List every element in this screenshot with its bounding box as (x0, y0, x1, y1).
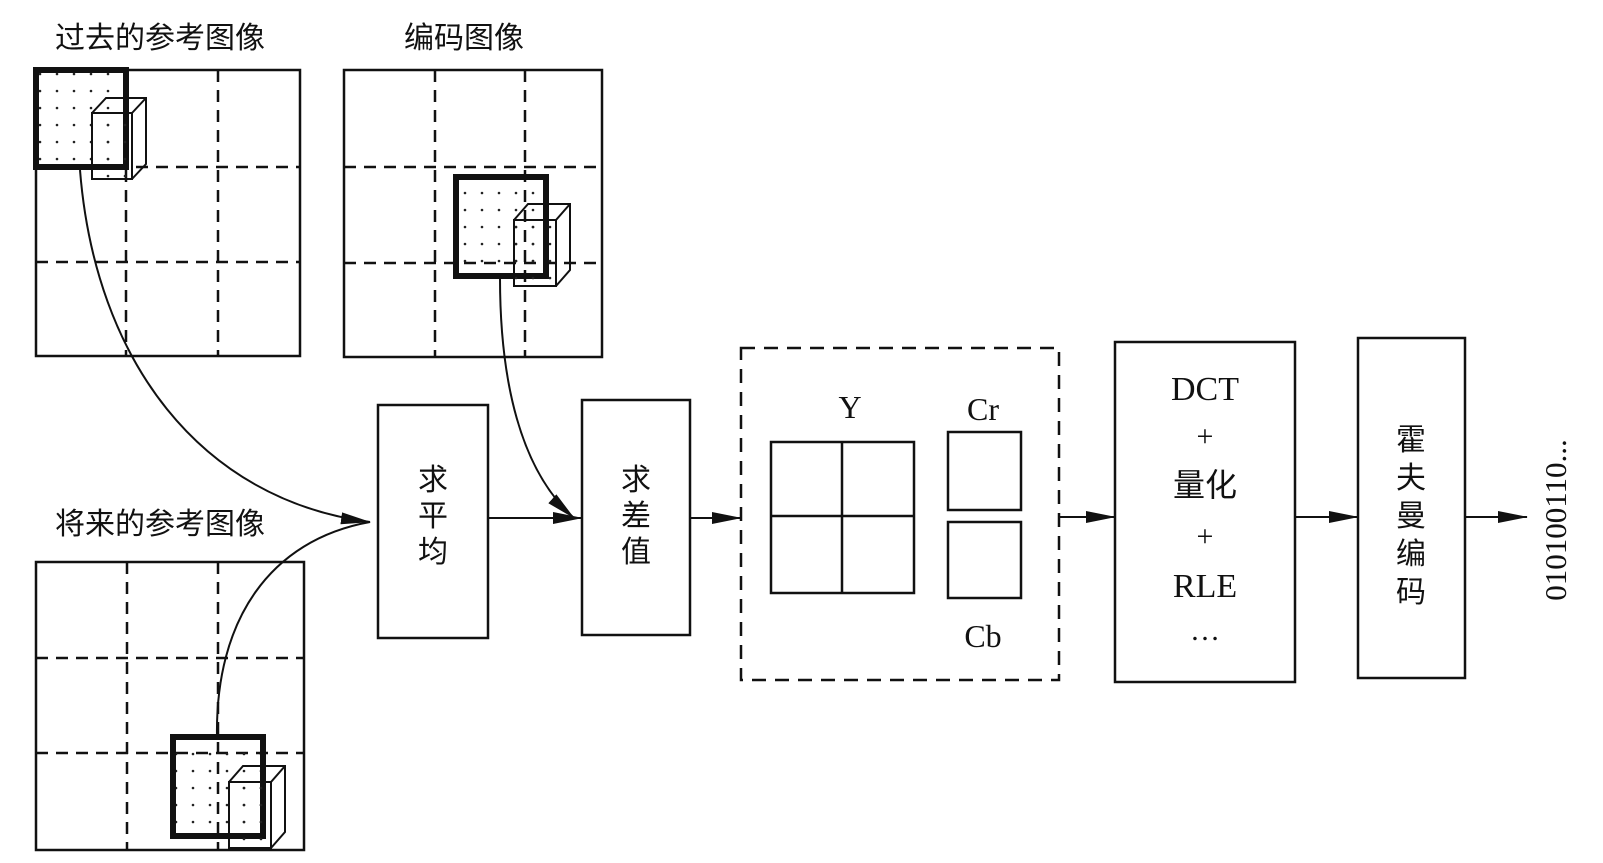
transform-line-plus-1: + (1197, 420, 1214, 453)
huffman-label-char-1: 霍 (1396, 423, 1426, 458)
transform-line-dct: DCT (1171, 371, 1239, 408)
transform-line-ellipsis: … (1190, 614, 1220, 647)
huffman-label-char-2: 夫 (1396, 461, 1426, 496)
output-bitstream: 010100110... (1538, 439, 1573, 601)
y-label: Y (838, 389, 861, 425)
huffman-block: 霍 夫 曼 编 码 (1356, 336, 1467, 680)
coded-to-difference-arrow (499, 277, 575, 519)
past-to-average-arrow (79, 169, 371, 525)
cr-label: Cr (967, 391, 999, 427)
frame-border (342, 68, 604, 359)
huffman-label-char-5: 码 (1396, 575, 1426, 610)
ycrcb-components-group: Y Cr Cb (739, 346, 1061, 682)
average-label-char-3: 均 (418, 535, 448, 570)
cr-block (946, 430, 1023, 512)
difference-label-char-2: 差 (621, 499, 651, 534)
difference-label-char-3: 值 (621, 535, 651, 570)
past-reference-frame: 过去的参考图像 (33, 21, 302, 358)
y-blocks (769, 440, 916, 595)
huffman-label-char-3: 曼 (1396, 499, 1426, 534)
average-block: 求 平 均 (376, 403, 490, 640)
transform-line-plus-2: + (1197, 520, 1214, 553)
motion-block-cube-icon (228, 765, 286, 849)
cb-label: Cb (964, 618, 1001, 654)
frame-border (34, 68, 302, 358)
difference-block: 求 差 值 (580, 398, 692, 637)
future-reference-frame: 将来的参考图像 (34, 507, 306, 852)
transform-block: DCT + 量化 + RLE … (1113, 340, 1297, 684)
motion-block-cube-icon (91, 97, 147, 180)
coded-frame: 编码图像 (342, 21, 604, 359)
transform-line-quantize: 量化 (1173, 466, 1237, 504)
cb-block (946, 520, 1023, 600)
frame-border (34, 560, 306, 852)
reference-macroblock (33, 67, 129, 170)
huffman-label-char-4: 编 (1396, 537, 1426, 572)
past-reference-label: 过去的参考图像 (55, 21, 265, 56)
future-reference-label: 将来的参考图像 (55, 507, 265, 542)
motion-block-cube-icon (513, 203, 571, 287)
average-label-char-2: 平 (418, 499, 448, 534)
difference-label-char-1: 求 (621, 463, 651, 498)
future-to-average-arrow (215, 521, 371, 738)
average-label-char-1: 求 (418, 463, 448, 498)
transform-line-rle: RLE (1173, 568, 1237, 605)
coded-frame-label: 编码图像 (404, 21, 524, 56)
